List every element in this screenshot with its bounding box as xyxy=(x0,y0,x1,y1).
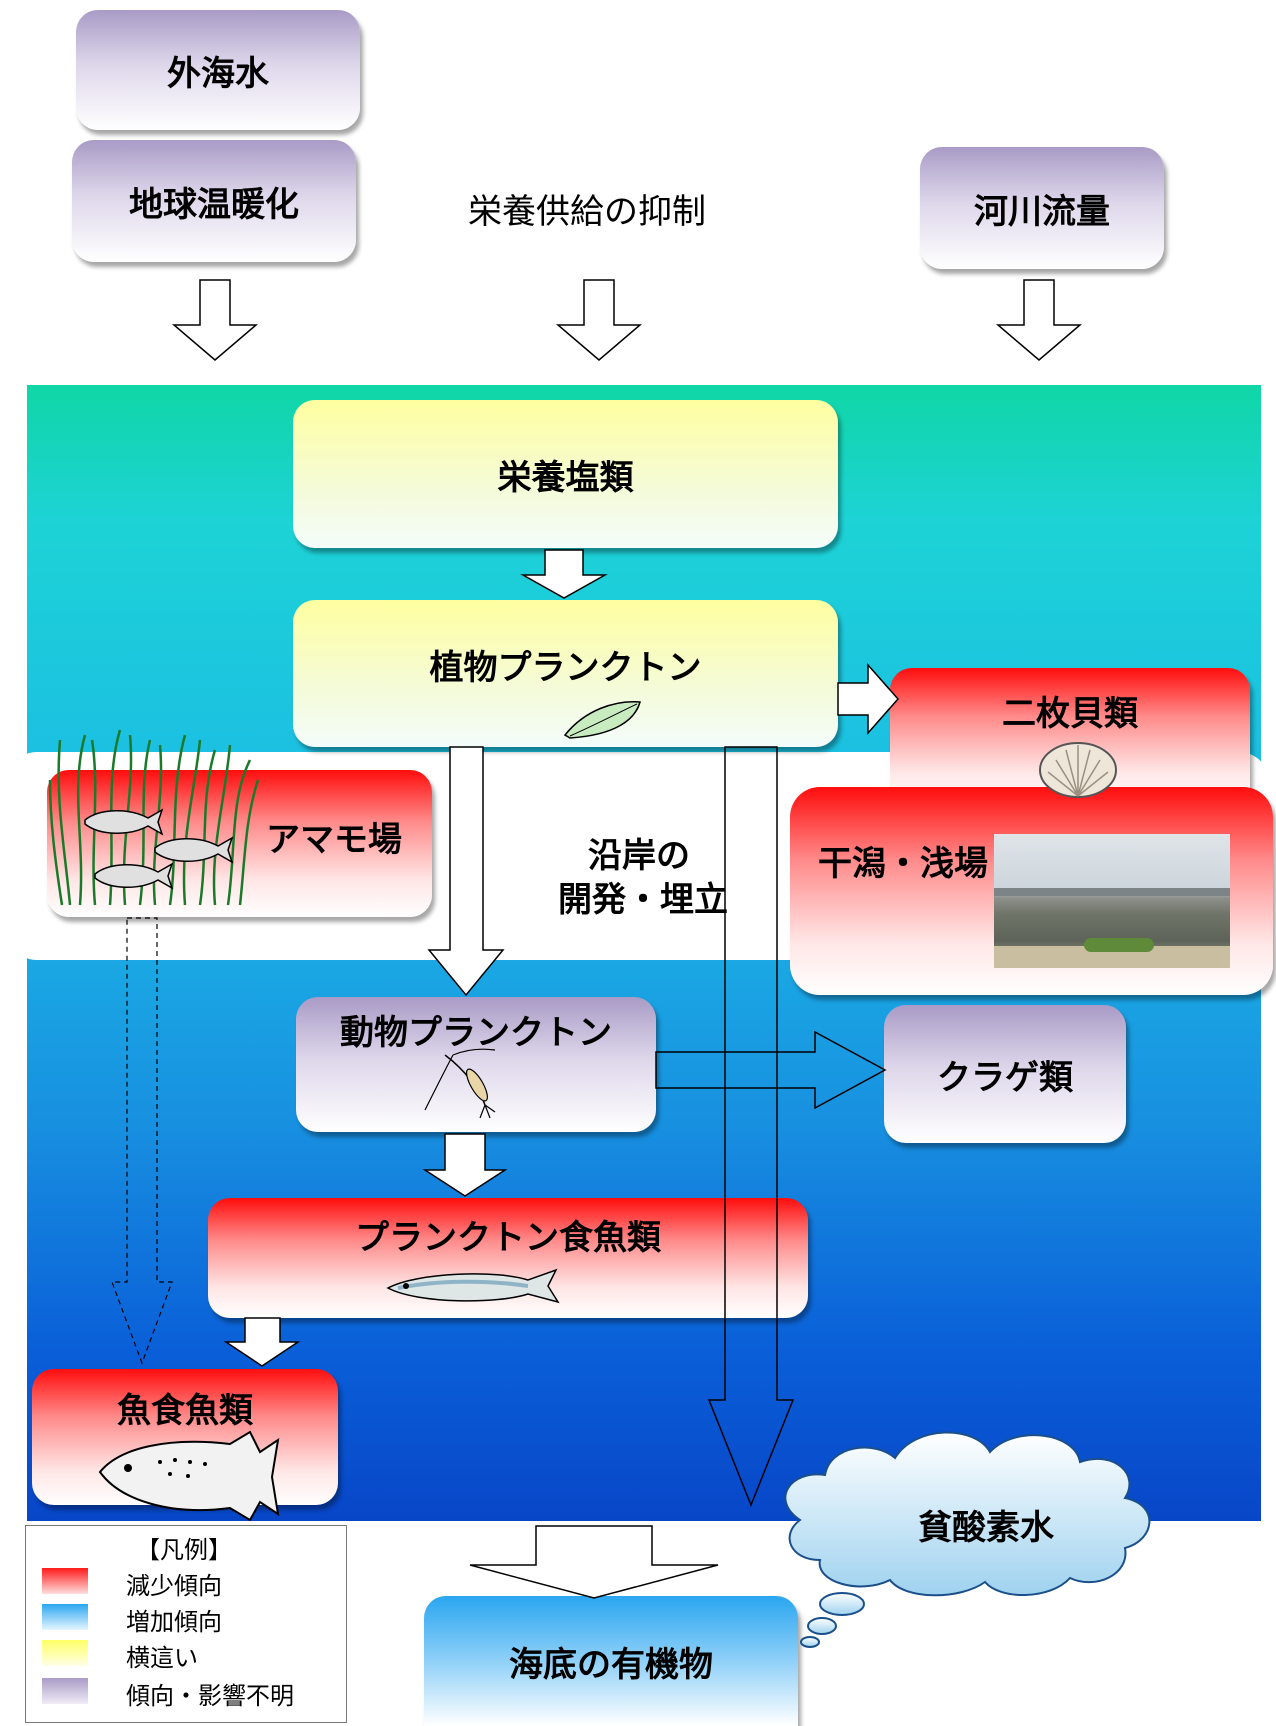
sardine-icon xyxy=(386,1268,560,1304)
legend-swatch-unknown xyxy=(42,1678,88,1704)
arrow-eelgrass-to-piscivore xyxy=(111,917,173,1365)
arrow-planktivore-to-piscivore xyxy=(223,1317,301,1367)
tidal-flat-photo xyxy=(994,834,1230,968)
outer-sea-water-box: 外海水 xyxy=(76,10,360,130)
arrow-zoo-to-jelly xyxy=(655,1030,887,1110)
legend-swatch-decrease xyxy=(42,1568,88,1594)
shell-icon xyxy=(1039,742,1117,798)
nutrient-supply-suppression-label: 栄養供給の抑制 xyxy=(468,192,706,232)
river-flow-box: 河川流量 xyxy=(920,147,1164,269)
global-warming-box: 地球温暖化 xyxy=(72,140,356,262)
coastal-development-line2: 開発・埋立 xyxy=(558,880,728,920)
zooplankton-box: 動物プランクトン xyxy=(296,997,656,1132)
legend: 【凡例】 減少傾向 増加傾向 横這い 傾向・影響不明 xyxy=(25,1525,347,1723)
hypoxic-cloud xyxy=(784,1431,1151,1648)
arrow-phyto-to-seafloor xyxy=(707,746,795,1508)
river-flow-label: 河川流量 xyxy=(974,191,1110,232)
global-warming-label: 地球温暖化 xyxy=(129,184,299,225)
jellyfish-box: クラゲ類 xyxy=(884,1005,1126,1143)
eelgrass-label: アマモ場 xyxy=(266,820,402,860)
outer-sea-water-label: 外海水 xyxy=(167,53,269,94)
seabass-icon xyxy=(98,1430,280,1522)
tidal-flats-label: 干潟・浅場 xyxy=(818,844,988,884)
nutrients-box: 栄養塩類 xyxy=(293,400,838,548)
arrow-suppression-down xyxy=(555,279,643,361)
legend-label-increase: 増加傾向 xyxy=(126,1608,222,1636)
bivalves-label: 二枚貝類 xyxy=(1002,694,1138,734)
phytoplankton-box: 植物プランクトン xyxy=(293,600,838,747)
legend-label-unknown: 傾向・影響不明 xyxy=(126,1682,294,1710)
photo-foreground-sand xyxy=(994,946,1230,968)
jellyfish-label: クラゲ類 xyxy=(937,1057,1073,1098)
phytoplankton-label: 植物プランクトン xyxy=(429,648,702,688)
legend-title: 【凡例】 xyxy=(136,1536,232,1564)
legend-swatch-increase xyxy=(42,1604,88,1630)
arrow-phyto-to-bivalves xyxy=(837,663,900,735)
hypoxic-water-label: 貧酸素水 xyxy=(918,1508,1054,1548)
planktivorous-fish-label: プランクトン食魚類 xyxy=(355,1218,661,1258)
legend-label-flat: 横這い xyxy=(126,1644,198,1672)
nutrients-label: 栄養塩類 xyxy=(497,457,634,498)
photo-shoreline xyxy=(994,888,1230,896)
zooplankton-icon xyxy=(424,1048,496,1119)
coastal-development-line1: 沿岸の xyxy=(588,836,690,876)
arrow-warming-down xyxy=(171,279,259,361)
arrow-nutrients-to-phyto xyxy=(520,549,608,599)
arrow-river-down xyxy=(995,279,1083,361)
phytoplankton-icon xyxy=(563,701,641,739)
legend-swatch-flat xyxy=(42,1640,88,1666)
arrow-phyto-to-zoo xyxy=(427,746,505,997)
piscivorous-fish-label: 魚食魚類 xyxy=(117,1391,253,1431)
seafloor-organics-box: 海底の有機物 xyxy=(424,1596,798,1726)
piscivorous-fish-box: 魚食魚類 xyxy=(32,1369,338,1505)
arrow-zoo-to-planktivore xyxy=(422,1133,508,1197)
legend-label-decrease: 減少傾向 xyxy=(126,1572,222,1600)
small-fish-icons xyxy=(84,808,234,890)
arrow-to-seafloor xyxy=(469,1525,719,1599)
photo-green-patch xyxy=(1084,938,1154,952)
seafloor-organics-label: 海底の有機物 xyxy=(509,1644,713,1685)
zooplankton-label: 動物プランクトン xyxy=(340,1013,612,1053)
